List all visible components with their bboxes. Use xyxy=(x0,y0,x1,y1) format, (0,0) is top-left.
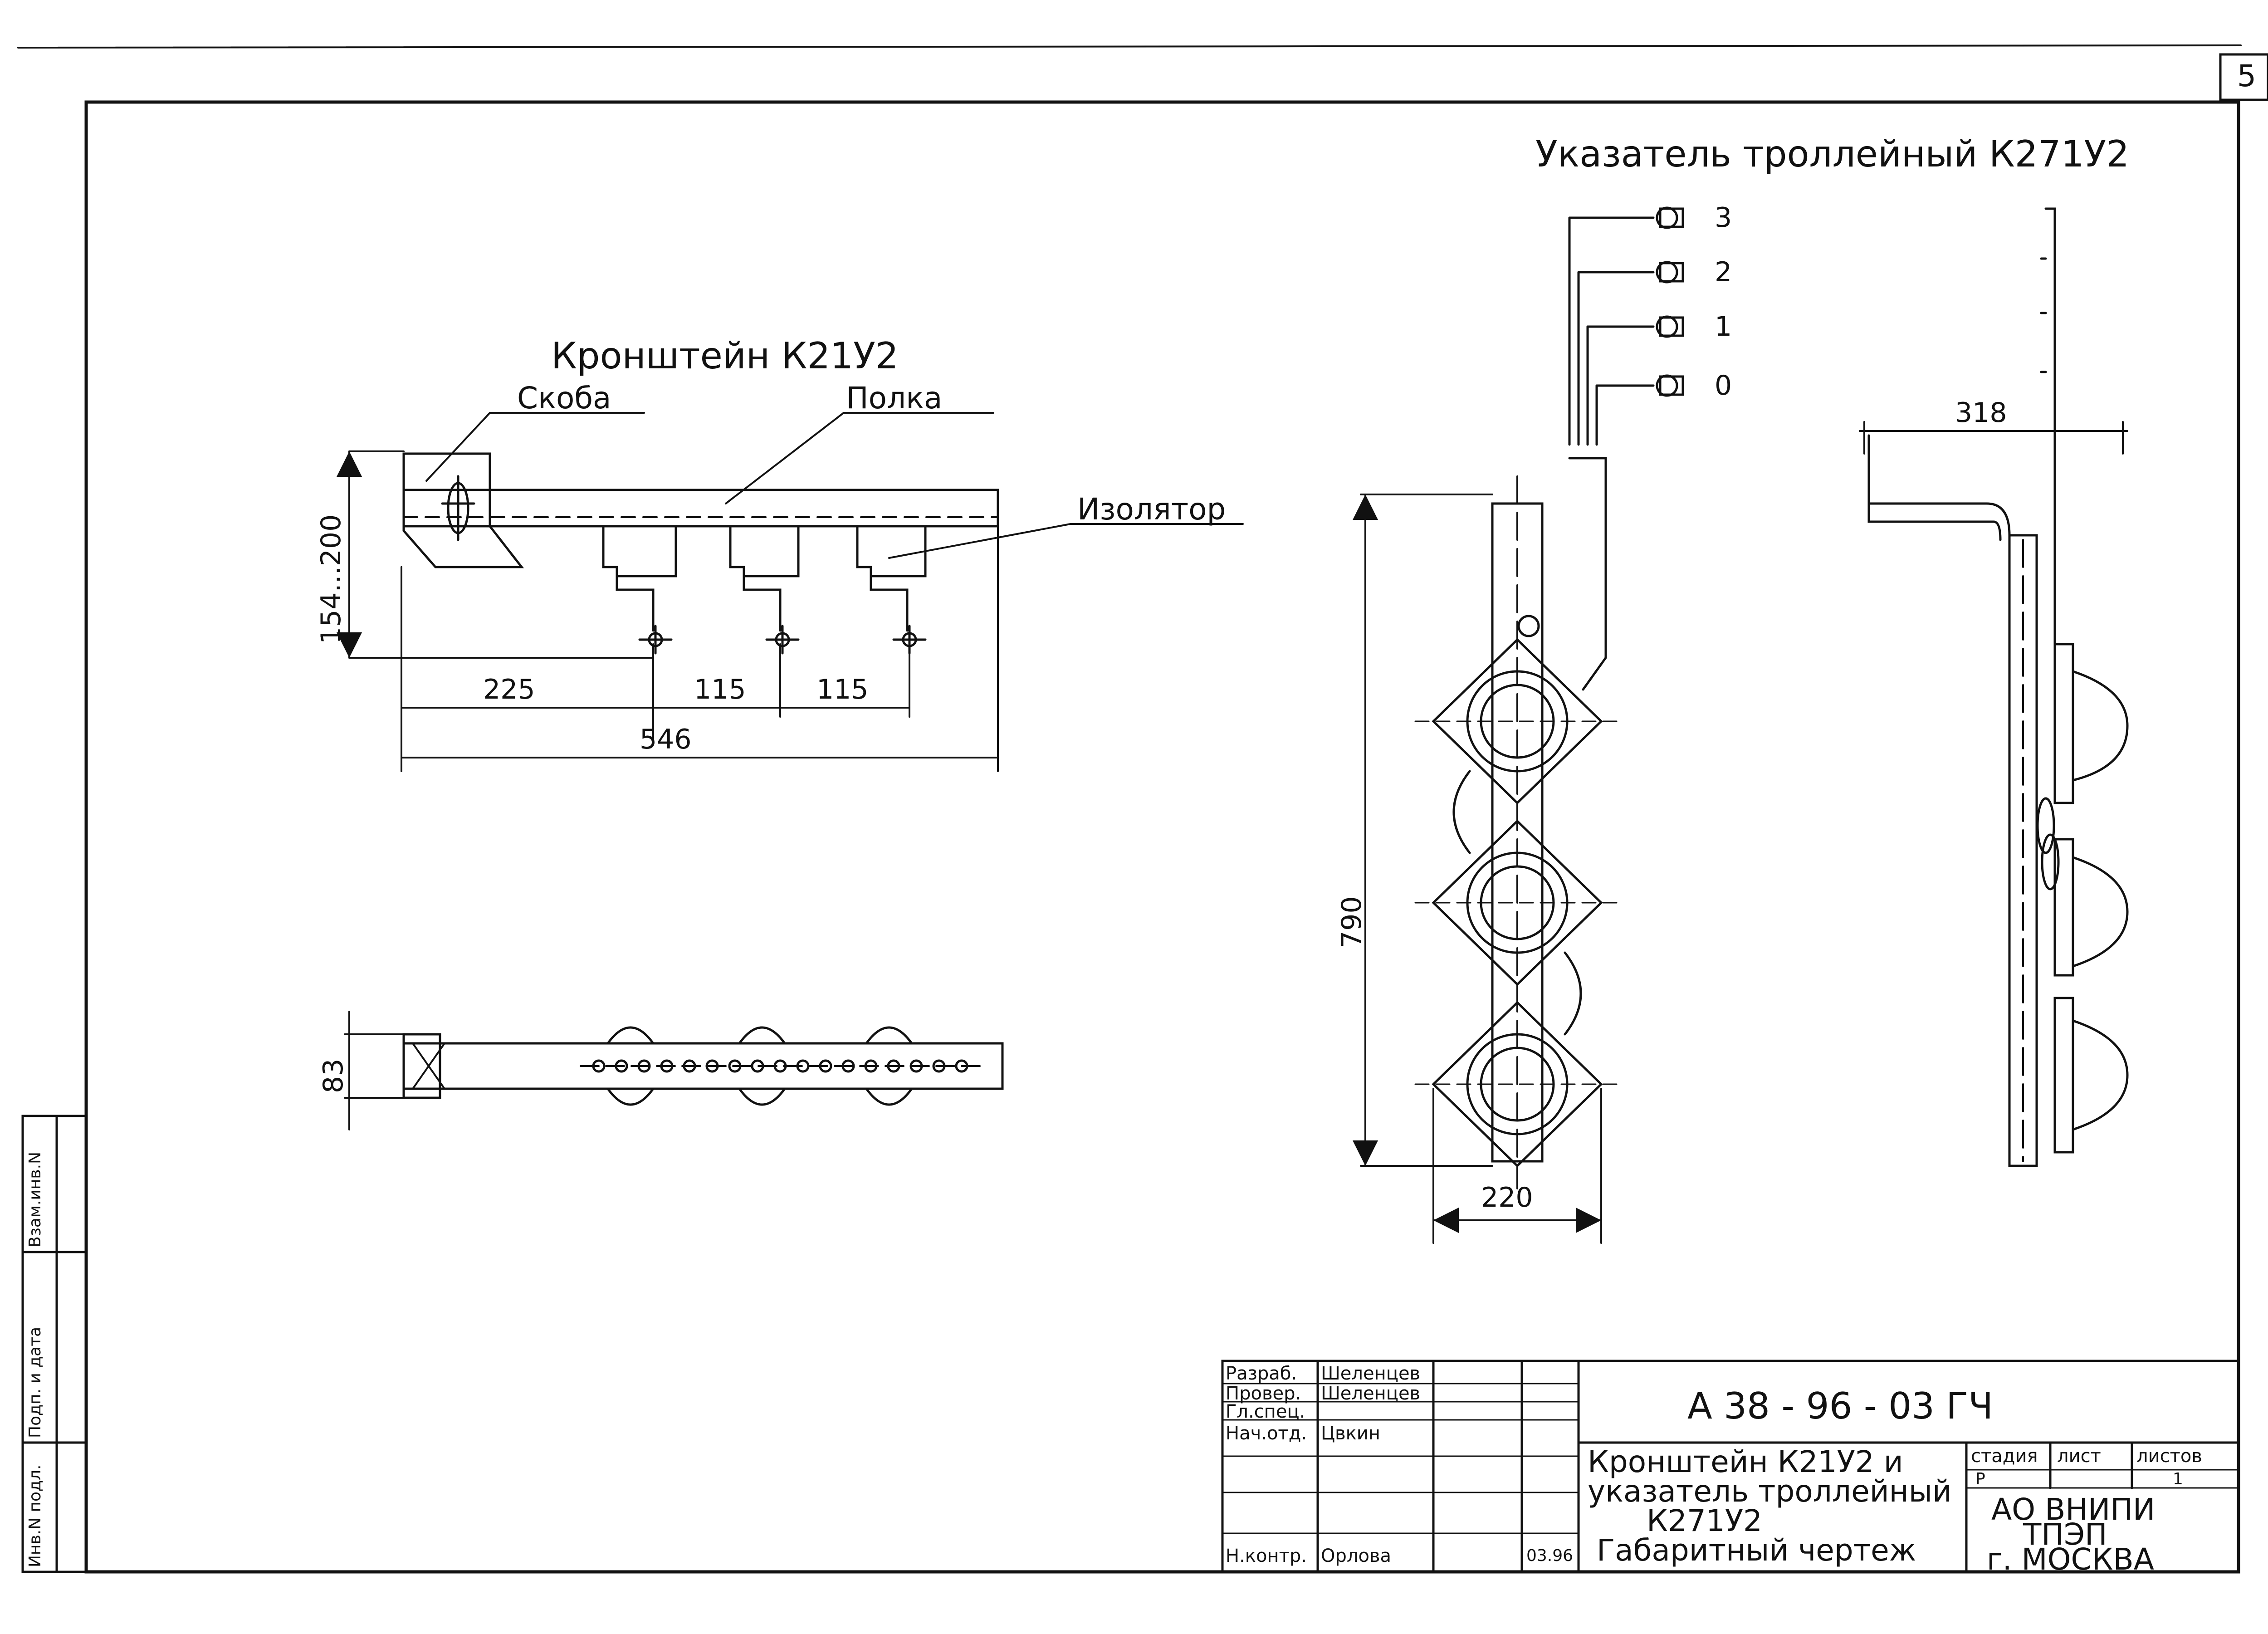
tb-title-line-1: Кронштейн К21У2 и xyxy=(1588,1444,1903,1479)
tb-sheets-value: 1 xyxy=(2173,1470,2183,1488)
page-number: 5 xyxy=(2237,59,2256,93)
title-block-grid xyxy=(1221,1360,2240,1573)
bracket-front-view xyxy=(337,412,1244,772)
tb-hdr-sheet: лист xyxy=(2057,1446,2101,1467)
page-number-box xyxy=(2219,53,2268,101)
position-1: 1 xyxy=(1715,311,1732,342)
dim-115-a: 115 xyxy=(694,674,746,705)
tb-role-3: Нач.отд. xyxy=(1226,1423,1307,1444)
tb-date: 03.96 xyxy=(1526,1546,1574,1565)
dim-790: 790 xyxy=(1336,896,1368,948)
tb-title-line-4: Габаритный чертеж xyxy=(1597,1533,1916,1568)
indicator-side-view xyxy=(1859,207,2129,1167)
tb-org-1: АО ВНИПИ xyxy=(1991,1492,2156,1527)
tb-role-1: Провер. xyxy=(1226,1383,1301,1404)
bracket-title: Кронштейн К21У2 xyxy=(551,335,899,377)
dim-546: 546 xyxy=(640,724,692,755)
tb-org-3: г. МОСКВА xyxy=(1987,1542,2154,1577)
position-3: 3 xyxy=(1715,202,1732,234)
tb-role-0: Разраб. xyxy=(1226,1363,1297,1384)
top-edge-line xyxy=(17,44,2242,49)
stamp-podp-data: Подп. и дата xyxy=(26,1326,44,1438)
dim-220: 220 xyxy=(1481,1182,1533,1213)
tb-title-line-3: К271У2 xyxy=(1647,1503,1763,1538)
position-2: 2 xyxy=(1715,256,1732,288)
dim-225: 225 xyxy=(483,674,535,705)
tb-name-3: Цвкин xyxy=(1321,1423,1380,1444)
tb-hdr-stage: стадия xyxy=(1971,1446,2038,1467)
dim-115-b: 115 xyxy=(816,674,869,705)
indicator-title: Указатель троллейный К271У2 xyxy=(1535,133,2130,175)
tb-name-1: Шеленцев xyxy=(1321,1383,1421,1404)
tb-role-6: Н.контр. xyxy=(1226,1546,1307,1566)
label-skoba: Скоба xyxy=(517,381,611,416)
dim-83: 83 xyxy=(318,1058,349,1093)
tb-stage-value: Р xyxy=(1975,1470,1985,1488)
drawing-frame xyxy=(84,100,2240,1574)
tb-title-line-2: указатель троллейный xyxy=(1588,1474,1952,1509)
tb-doc-code: А 38 - 96 - 03 ГЧ xyxy=(1687,1385,1994,1427)
label-izolyator: Изолятор xyxy=(1077,492,1226,527)
tb-name-6: Орлова xyxy=(1321,1546,1391,1566)
dim-bracket-height: 154...200 xyxy=(315,514,347,644)
side-stamp-grid xyxy=(21,1115,88,1573)
dim-318: 318 xyxy=(1955,397,2007,429)
stamp-inv-podl: Инв.N подл. xyxy=(26,1464,44,1567)
position-0: 0 xyxy=(1715,370,1732,401)
tb-hdr-sheets: листов xyxy=(2136,1446,2202,1467)
stamp-vzam-inv: Взам.инв.N xyxy=(26,1151,44,1248)
indicator-front-view xyxy=(1353,206,1684,1244)
tb-org-2: ТПЭП xyxy=(2023,1517,2107,1552)
label-polka: Полка xyxy=(846,381,943,416)
bracket-plan-view xyxy=(344,1011,1004,1130)
tb-role-2: Гл.спец. xyxy=(1226,1401,1305,1422)
tb-name-0: Шеленцев xyxy=(1321,1363,1421,1384)
